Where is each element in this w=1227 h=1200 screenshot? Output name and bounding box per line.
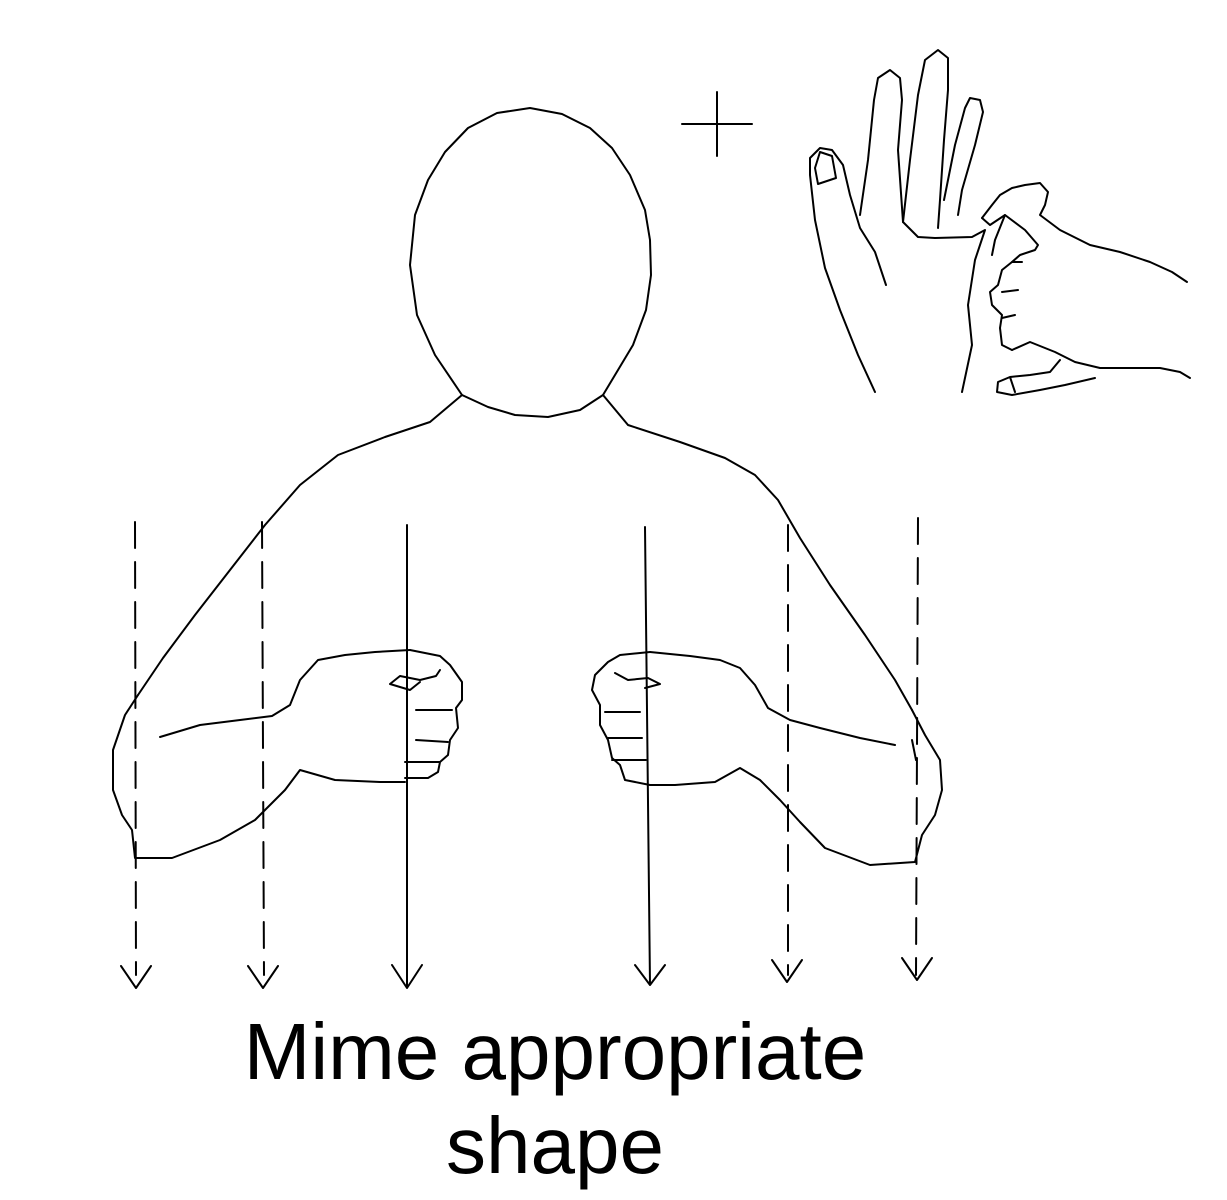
- arrow-solid-left: [391, 524, 423, 989]
- open-hand-index-finger: [859, 69, 936, 239]
- arrow-solid-right: [634, 526, 666, 986]
- right-arm-outline: [649, 709, 943, 866]
- pointing-hand-outline: [981, 182, 1188, 283]
- arrow-head-1: [120, 965, 152, 989]
- right-wrist-mark: [911, 739, 917, 761]
- right-fist: [591, 651, 651, 786]
- open-hand-palm-edge: [934, 229, 986, 393]
- dashed-arrows: [134, 517, 919, 976]
- arrow-head-4: [901, 957, 933, 981]
- arrow-dashed-1: [134, 521, 137, 976]
- solid-arrows: [391, 524, 666, 989]
- handshape-inset: [809, 49, 1191, 396]
- dashed-arrow-heads: [120, 957, 933, 989]
- left-arm-outline: [112, 694, 406, 859]
- arrow-dashed-4: [915, 517, 919, 976]
- open-hand-outline: [809, 147, 887, 393]
- arrow-dashed-2: [261, 521, 265, 976]
- pointing-hand-index: [981, 214, 1039, 351]
- head-outline: [409, 107, 652, 418]
- right-fist-knuckles: [604, 711, 647, 761]
- left-fist-knuckles: [404, 709, 453, 763]
- plus-icon: [681, 91, 753, 157]
- left-fist-thumb: [389, 669, 441, 691]
- caption-line-1: Mime appropriate: [243, 1007, 867, 1096]
- left-shoulder-line: [137, 394, 463, 696]
- pointing-hand-knuckles: [991, 214, 1023, 319]
- open-hand-thumbnail: [814, 151, 837, 185]
- left-forearm-top: [159, 649, 411, 738]
- pointing-hand-thumb: [996, 359, 1096, 396]
- open-hand-ring-finger: [943, 97, 984, 216]
- open-hand-middle-finger: [902, 49, 949, 229]
- arrow-head-2: [247, 965, 279, 989]
- arrow-head-3: [771, 959, 803, 983]
- right-fist-thumb: [614, 672, 661, 689]
- right-forearm-top: [649, 651, 896, 746]
- pointing-hand-bottom: [1011, 341, 1191, 379]
- left-fist: [404, 649, 463, 779]
- caption-line-2: shape: [446, 1101, 664, 1190]
- right-shoulder-line: [602, 394, 913, 711]
